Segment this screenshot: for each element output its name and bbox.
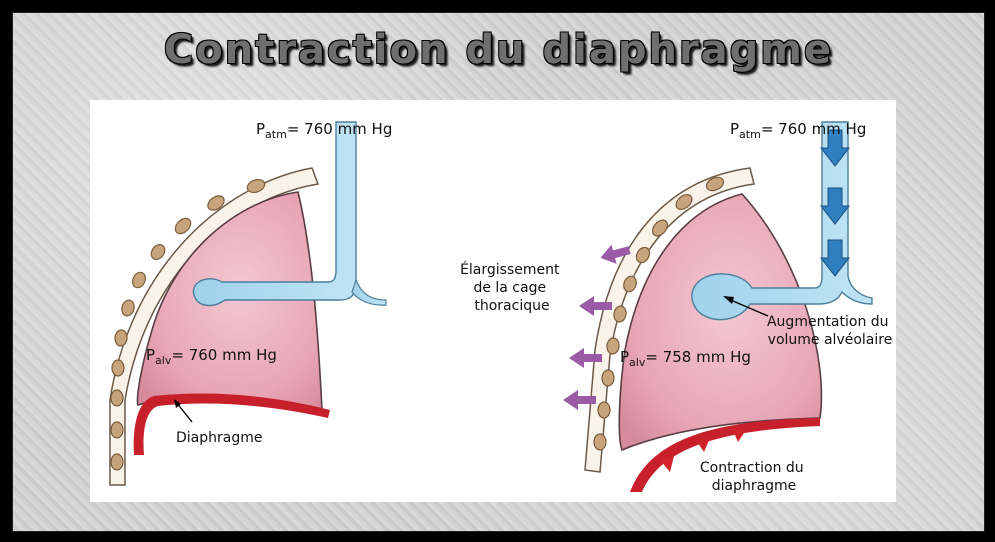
left-patm-label: Patm= 760 mm Hg bbox=[256, 120, 392, 141]
contraction-arrow-3 bbox=[732, 428, 746, 442]
contraction-arrow-2 bbox=[696, 438, 710, 452]
left-diaphragm-label: Diaphragme bbox=[176, 430, 262, 446]
slide-frame: Contraction du diaphragme bbox=[12, 12, 985, 532]
left-trachea-flare bbox=[352, 280, 386, 305]
right-contraction-label: Contraction du diaphragme bbox=[700, 460, 808, 494]
left-lung bbox=[138, 192, 322, 410]
right-patm-label: Patm= 760 mm Hg bbox=[730, 120, 866, 141]
right-diagram: Patm= 760 mm Hg Élargissement de la cage… bbox=[460, 120, 893, 494]
diagram-svg: Patm= 760 mm Hg Palv= 760 mm Hg Diaphrag… bbox=[90, 100, 896, 502]
left-diagram: Patm= 760 mm Hg Palv= 760 mm Hg Diaphrag… bbox=[110, 120, 392, 485]
slide-title: Contraction du diaphragme bbox=[13, 27, 984, 73]
right-rib-label: Élargissement de la cage thoracique bbox=[460, 261, 564, 314]
diagram-panel: Patm= 760 mm Hg Palv= 760 mm Hg Diaphrag… bbox=[90, 100, 896, 502]
